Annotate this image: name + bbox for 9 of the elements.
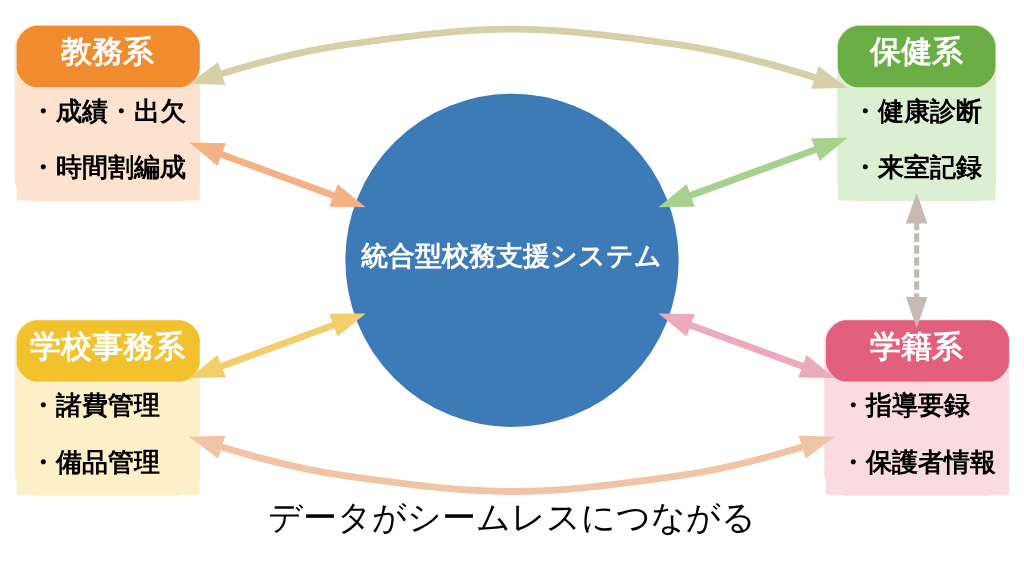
arrow [658, 137, 848, 208]
arrow [189, 435, 835, 495]
arrow [189, 25, 848, 89]
arrow [189, 142, 366, 208]
node-circle: 統合型校務支援システム [345, 93, 679, 427]
caption: データがシームレスにつながる [268, 497, 756, 538]
arrow [905, 192, 928, 328]
arrow [658, 313, 835, 379]
arrow [189, 313, 366, 379]
